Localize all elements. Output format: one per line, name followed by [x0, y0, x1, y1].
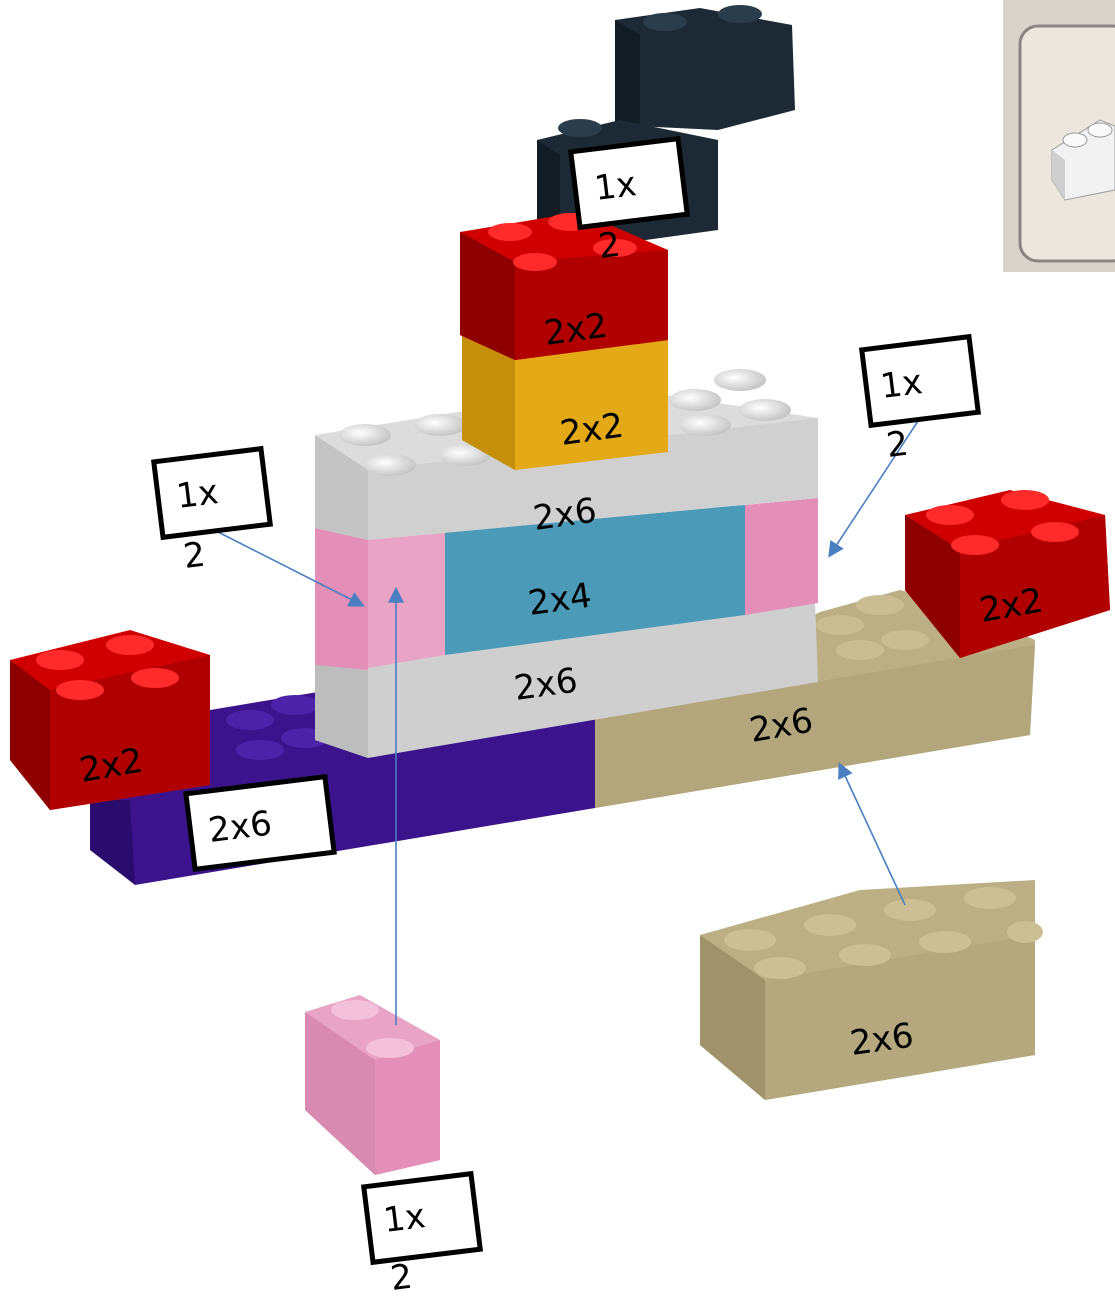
callout-bottom-pink-line1: 1x: [381, 1196, 427, 1241]
arrow-left-pink: [217, 531, 365, 607]
brick-layer-middle: 2x4: [315, 498, 818, 670]
brick-tan-loose: 2x6: [700, 880, 1043, 1100]
brick-label-purple-base: 2x6: [206, 804, 274, 851]
callout-right-pink-line2: 2: [884, 424, 910, 466]
brick-icon: [1051, 119, 1115, 201]
arrow-right-pink: [828, 417, 921, 558]
brick-label-yellow: 2x2: [558, 405, 626, 453]
arrow-tan-loose: [838, 762, 906, 906]
brick-red-right: 2x2: [905, 490, 1110, 658]
brick-label-white-top: 2x6: [531, 490, 599, 538]
brick-label-grey-lower: 2x6: [512, 660, 580, 708]
brick-label-blue-middle: 2x4: [526, 575, 594, 623]
connector-arrows: [217, 417, 921, 1025]
brick-label-tan-loose: 2x6: [848, 1015, 916, 1063]
brick-pink-loose: [305, 995, 440, 1175]
brick-palette-thumbnail: [1003, 0, 1115, 272]
brick-tan-base: 2x6: [590, 590, 1035, 808]
brick-blue-middle: [445, 505, 745, 655]
brick-white-top: 2x6: [315, 369, 818, 540]
callout-navy-line1: 1x: [592, 164, 638, 209]
brick-navy-back: [615, 5, 795, 130]
brick-grey-lower: 2x6: [315, 600, 818, 758]
brick-red-top: 2x2: [460, 212, 668, 360]
callout-navy: 1x 2: [567, 135, 691, 267]
callout-navy-line2: 2: [596, 225, 622, 267]
brick-red-left: 2x2: [10, 630, 210, 810]
callout-right-pink-line1: 1x: [878, 362, 924, 407]
brick-label-red-top: 2x2: [542, 305, 610, 353]
callout-left-pink: 1x 2: [150, 445, 274, 577]
callout-bottom-pink-line2: 2: [388, 1257, 414, 1296]
callout-left-pink-line2: 2: [181, 535, 207, 577]
callout-purple-base: 2x6: [183, 773, 337, 873]
callout-left-pink-line1: 1x: [174, 472, 220, 517]
callout-right-pink: 1x 2: [858, 333, 982, 466]
callout-bottom-pink: 1x 2: [360, 1170, 484, 1299]
